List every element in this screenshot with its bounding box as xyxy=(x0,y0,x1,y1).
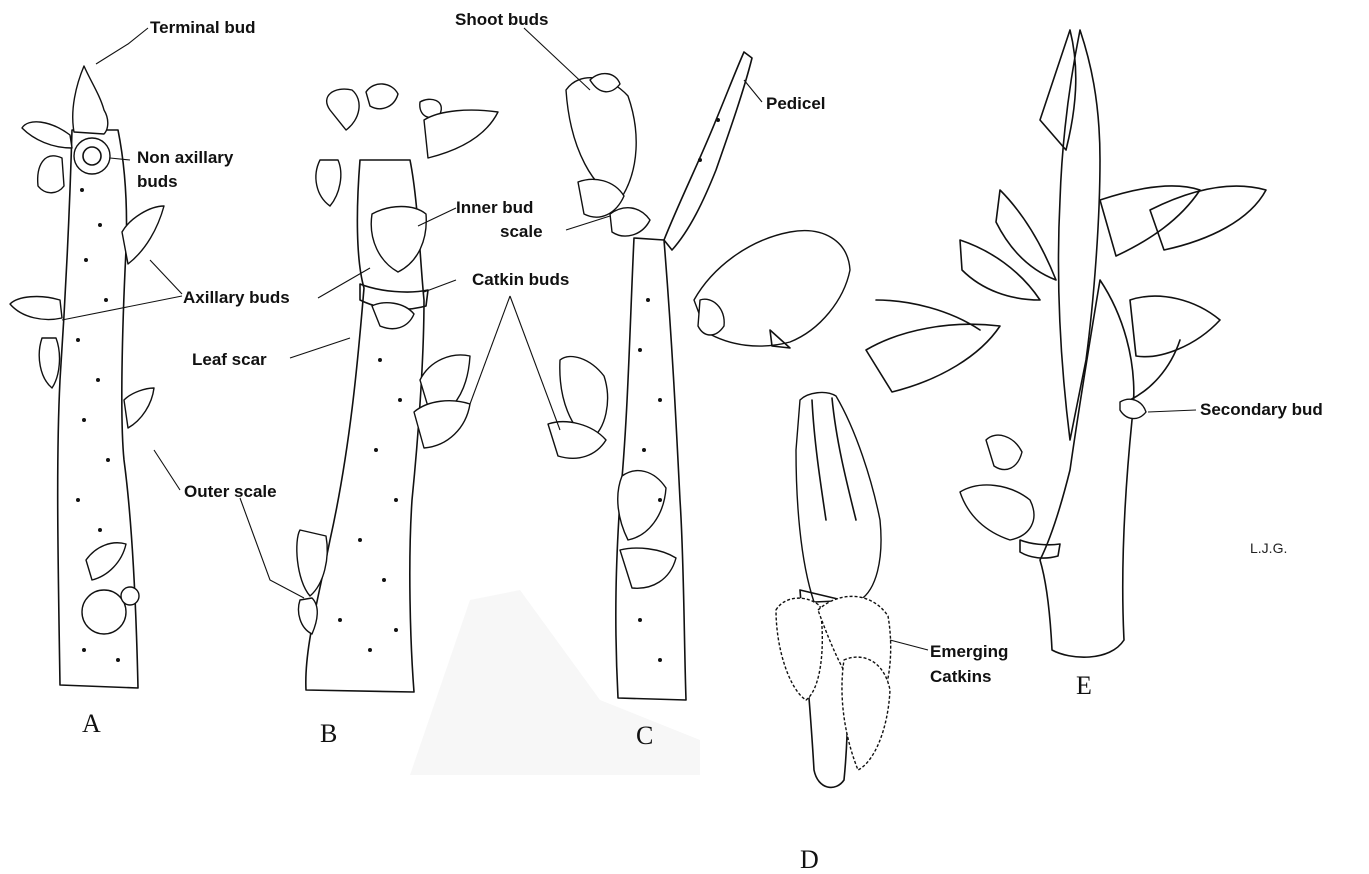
label-emerging-catkins-line1: Emerging xyxy=(930,642,1008,662)
label-shoot-buds: Shoot buds xyxy=(455,10,548,30)
leader-catkin-buds-3 xyxy=(510,296,560,430)
label-non-axillary-buds-line1: Non axillary xyxy=(137,148,233,168)
label-non-axillary-buds-line2: buds xyxy=(137,172,178,192)
artist-initials: L.J.G. xyxy=(1250,540,1287,556)
leader-pedicel xyxy=(744,80,762,102)
label-terminal-bud: Terminal bud xyxy=(150,18,255,38)
label-inner-bud-scale-line1: Inner bud xyxy=(456,198,533,218)
label-catkin-buds: Catkin buds xyxy=(472,270,569,290)
leader-inner-bud-scale-c xyxy=(566,216,610,230)
leader-shoot-buds xyxy=(524,28,590,90)
label-pedicel: Pedicel xyxy=(766,94,826,114)
label-secondary-bud: Secondary bud xyxy=(1200,400,1323,420)
leader-emerging-catkins xyxy=(890,640,928,650)
label-inner-bud-scale-line2: scale xyxy=(500,222,543,242)
panel-letter-d: D xyxy=(800,846,819,874)
specimen-d-twig xyxy=(776,393,891,788)
label-leaf-scar: Leaf scar xyxy=(192,350,267,370)
terminal-bud-shape xyxy=(73,66,108,134)
leader-axillary-buds-a2 xyxy=(62,296,182,320)
leader-axillary-buds-a1 xyxy=(150,260,182,294)
panel-letter-a: A xyxy=(82,710,101,738)
leader-catkin-buds-2 xyxy=(470,296,510,404)
specimen-e-twig xyxy=(866,30,1266,657)
panel-letter-b: B xyxy=(320,720,337,748)
leader-leaf-scar xyxy=(290,338,350,358)
label-axillary-buds: Axillary buds xyxy=(183,288,290,308)
panel-letter-c: C xyxy=(636,722,653,750)
leader-outer-scale-a xyxy=(154,450,180,490)
leader-outer-scale-b xyxy=(240,498,304,598)
leader-terminal-bud xyxy=(96,28,148,64)
label-outer-scale: Outer scale xyxy=(184,482,277,502)
background-watermark xyxy=(410,590,700,775)
specimen-b-twig xyxy=(297,84,498,692)
leader-secondary-bud xyxy=(1148,410,1196,412)
leader-catkin-buds-1 xyxy=(424,280,456,292)
panel-letter-e: E xyxy=(1076,672,1092,700)
leader-non-axillary-buds xyxy=(110,158,130,160)
emerging-catkins-shape xyxy=(776,596,891,770)
label-emerging-catkins-line2: Catkins xyxy=(930,667,991,687)
